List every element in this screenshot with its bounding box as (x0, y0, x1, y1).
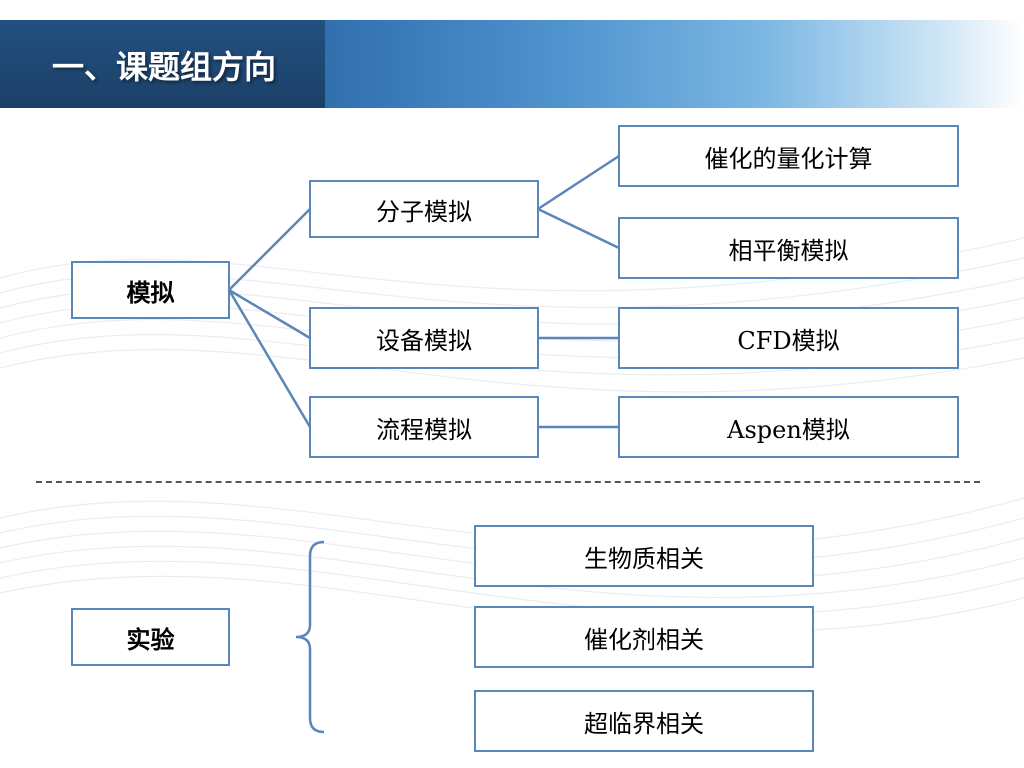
cfd-simulation-label: CFD模拟 (737, 326, 840, 355)
molecular-simulation-box: 分子模拟 (309, 180, 539, 238)
header-banner: 一、课题组方向 (0, 20, 1024, 108)
catalyst-label: 催化剂相关 (584, 625, 704, 654)
equipment-simulation-label: 设备模拟 (376, 326, 472, 355)
molecular-simulation-label: 分子模拟 (376, 197, 472, 226)
supercritical-label: 超临界相关 (584, 709, 704, 738)
connector-root-to-equipment (228, 288, 311, 340)
experiment-root-box: 实验 (71, 608, 230, 666)
quantum-catalysis-box: 催化的量化计算 (618, 125, 959, 187)
supercritical-box: 超临界相关 (474, 690, 814, 752)
header-title-panel (0, 20, 325, 108)
phase-equilibrium-label: 相平衡模拟 (728, 236, 849, 265)
process-simulation-label: 流程模拟 (376, 415, 472, 444)
quantum-catalysis-label: 催化的量化计算 (704, 144, 873, 173)
experiment-root-label: 实验 (126, 625, 175, 654)
biomass-box: 生物质相关 (474, 525, 814, 587)
cfd-simulation-box: CFD模拟 (618, 307, 959, 369)
section-divider (36, 481, 980, 483)
aspen-simulation-box: Aspen模拟 (618, 396, 959, 458)
biomass-label: 生物质相关 (584, 544, 704, 573)
experiment-brace (295, 540, 325, 734)
phase-equilibrium-box: 相平衡模拟 (618, 217, 959, 279)
simulation-root-label: 模拟 (126, 278, 175, 307)
simulation-root-box: 模拟 (71, 261, 230, 319)
connector-root-to-process (227, 289, 312, 428)
aspen-simulation-label: Aspen模拟 (727, 415, 850, 444)
process-simulation-box: 流程模拟 (309, 396, 539, 458)
connector-root-to-molecular (228, 208, 311, 291)
catalyst-box: 催化剂相关 (474, 606, 814, 668)
page-title: 一、课题组方向 (52, 48, 277, 86)
connector-molecular-to-equilibrium (537, 207, 620, 250)
connector-molecular-to-quantum (537, 154, 620, 211)
equipment-simulation-box: 设备模拟 (309, 307, 539, 369)
